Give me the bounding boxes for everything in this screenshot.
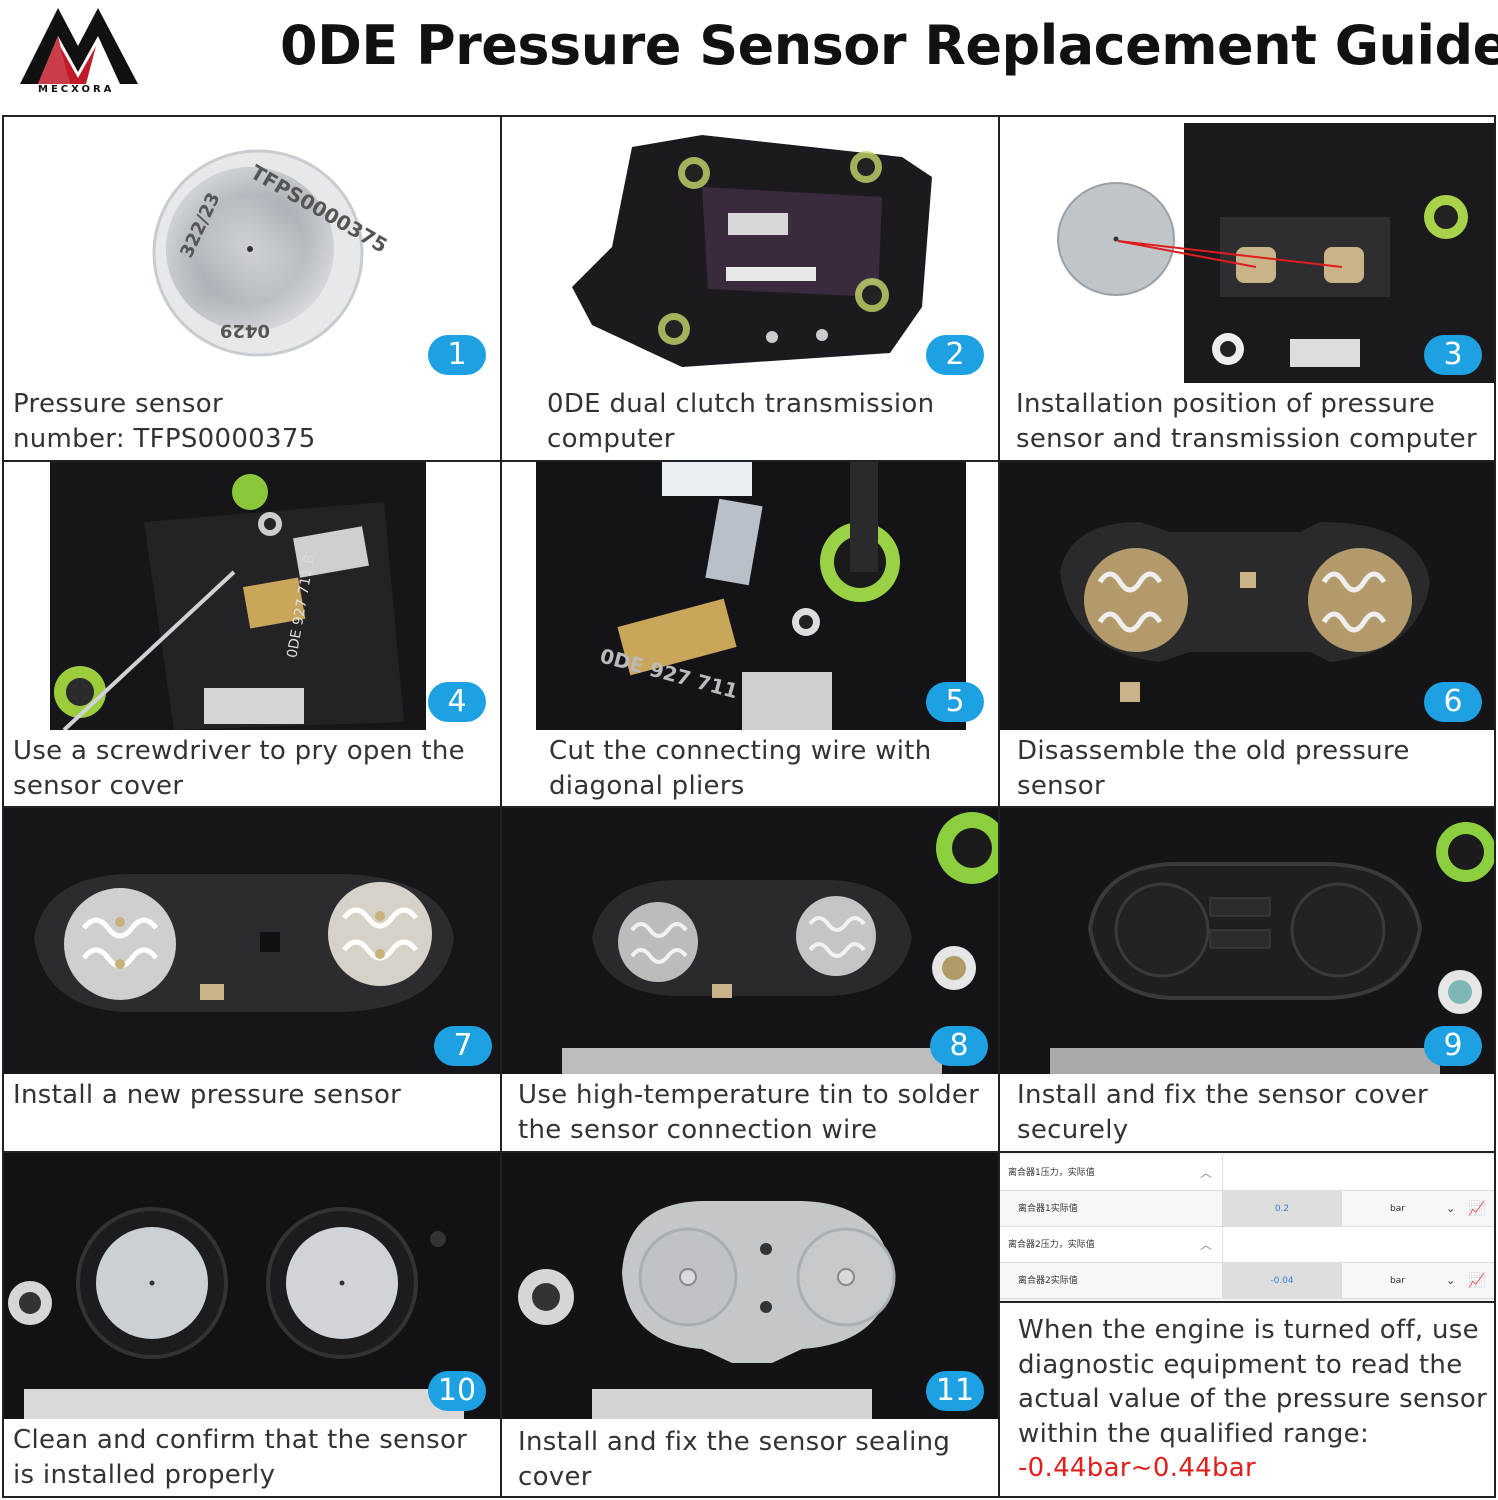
step-card-4: 0DE 927 711 B 4 Use a screwdriver to pry… [4, 462, 502, 808]
diagnostic-note: When the engine is turned off, use diagn… [1018, 1313, 1487, 1486]
step-badge-9: 9 [1424, 1026, 1482, 1066]
step-card-5: 0DE 927 711 B 5 Cut the connecting wire … [502, 462, 1000, 808]
diagnostic-unit-1: bar [1390, 1204, 1405, 1214]
step-photo-2 [502, 117, 998, 383]
diagnostic-value-label-1: 离合器1实际值 [1018, 1204, 1078, 1214]
step-badge-7: 7 [434, 1026, 492, 1066]
step-card-7: 7 Install a new pressure sensor [4, 808, 502, 1153]
step-photo-11 [502, 1153, 998, 1419]
diagnostic-value-2: -0.04 [1222, 1263, 1342, 1299]
chevron-up-icon[interactable]: ︿ [1200, 1238, 1213, 1252]
chevron-down-icon[interactable]: ⌄ [1446, 1202, 1456, 1215]
step-badge-10: 10 [428, 1371, 486, 1411]
brand-name: MECXORA [38, 84, 115, 95]
chevron-up-icon[interactable]: ︿ [1200, 1166, 1213, 1180]
diagnostic-group-label-2: 离合器2压力，实际值 [1008, 1240, 1095, 1250]
step-photo-1: TFPS0000375 322/23 0429 [4, 117, 500, 383]
step-photo-8 [502, 808, 998, 1074]
step-badge-11: 11 [926, 1371, 984, 1411]
page-title: 0DE Pressure Sensor Replacement Guide [280, 14, 1498, 77]
diagnostic-unit-2: bar [1390, 1276, 1405, 1286]
step-photo-3 [1000, 117, 1494, 383]
page-header: MECXORA 0DE Pressure Sensor Replacement … [0, 0, 1498, 114]
steps-grid: TFPS0000375 322/23 0429 1 Pressure senso… [2, 115, 1496, 1498]
diagnostic-card: 离合器1压力，实际值 ︿ 离合器1实际值 0.2 bar ⌄ 📈 离合器2压力，… [1000, 1153, 1494, 1496]
pressure-range: -0.44bar~0.44bar [1018, 1453, 1256, 1483]
brand-logo [20, 8, 138, 84]
chevron-down-icon[interactable]: ⌄ [1446, 1274, 1456, 1287]
diagnostic-table: 离合器1压力，实际值 ︿ 离合器1实际值 0.2 bar ⌄ 📈 离合器2压力，… [1000, 1153, 1494, 1301]
step-badge-6: 6 [1424, 682, 1482, 722]
step-badge-3: 3 [1424, 335, 1482, 375]
step-badge-5: 5 [926, 682, 984, 722]
diagnostic-group-row-2: 离合器2压力，实际值 ︿ [1000, 1227, 1494, 1263]
divider [1000, 1301, 1494, 1303]
step-badge-8: 8 [930, 1026, 988, 1066]
step-card-1: TFPS0000375 322/23 0429 1 Pressure senso… [4, 117, 502, 462]
diagnostic-value-1: 0.2 [1222, 1191, 1342, 1227]
step-photo-5: 0DE 927 711 B [502, 462, 998, 730]
step-badge-2: 2 [926, 335, 984, 375]
step-photo-6 [1000, 462, 1494, 730]
step-photo-4: 0DE 927 711 B [4, 462, 500, 730]
chart-trend-icon[interactable]: 📈 [1468, 1201, 1486, 1217]
step-caption-7: Install a new pressure sensor [13, 1080, 402, 1110]
diagnostic-value-label-2: 离合器2实际值 [1018, 1276, 1078, 1286]
step-badge-4: 4 [428, 682, 486, 722]
step-photo-10 [4, 1153, 500, 1419]
step-photo-7 [4, 808, 500, 1074]
sensor-code-text: 0429 [220, 320, 270, 341]
diagnostic-value-row-1: 离合器1实际值 0.2 bar ⌄ 📈 [1000, 1191, 1494, 1227]
diagnostic-value-row-2: 离合器2实际值 -0.04 bar ⌄ 📈 [1000, 1263, 1494, 1299]
diagnostic-group-label-1: 离合器1压力，实际值 [1008, 1168, 1095, 1178]
chart-trend-icon[interactable]: 📈 [1468, 1273, 1486, 1289]
step-photo-9 [1000, 808, 1494, 1074]
step-badge-1: 1 [428, 335, 486, 375]
diagnostic-group-row-1: 离合器1压力，实际值 ︿ [1000, 1155, 1494, 1191]
